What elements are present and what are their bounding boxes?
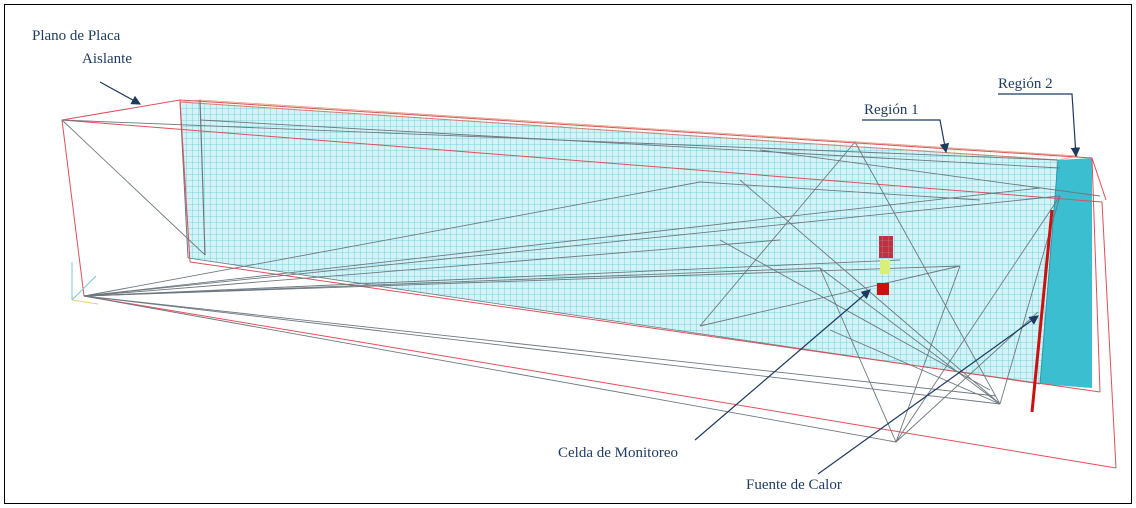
region-2-block (1039, 158, 1092, 388)
heat-source (877, 283, 889, 295)
region-1-mesh (179, 99, 1079, 385)
insulating-plane-label-line1: Plano de Placa (32, 28, 121, 44)
wireframe-lines (61, 119, 1101, 443)
bounding-box (61, 99, 1117, 469)
heat-source-label: Fuente de Calor (746, 477, 842, 493)
annotation-arrows (99, 81, 1081, 475)
region-1-label: Región 1 (864, 102, 919, 118)
region-2-label: Región 2 (998, 76, 1053, 92)
axis-triad-icon (71, 262, 99, 305)
monitor-cell-label: Celda de Monitoreo (558, 445, 678, 461)
insulating-plane-label-line2: Aislante (82, 51, 132, 67)
monitoring-cell (879, 236, 893, 274)
heater-plate (1030, 209, 1054, 413)
